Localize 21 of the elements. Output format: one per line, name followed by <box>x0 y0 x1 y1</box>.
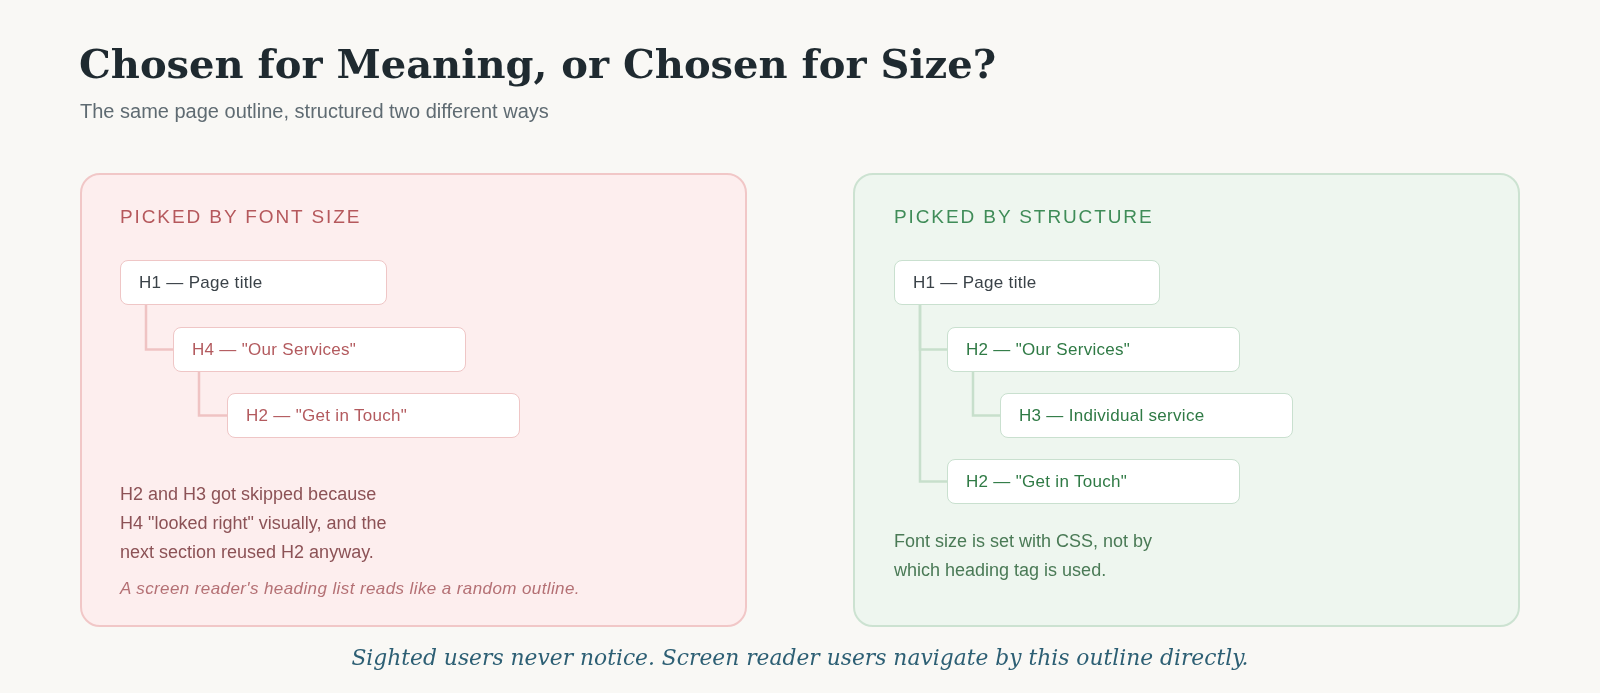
tree-line <box>918 305 947 483</box>
outline-item: H1 — Page title <box>894 260 1160 305</box>
caption: Sighted users never notice. Screen reader users navigate by this outline directly. <box>350 644 1250 672</box>
outline-item: H2 — "Our Services" <box>947 327 1240 372</box>
outline-item: H3 — Individual service <box>1000 393 1293 438</box>
outline-item: H2 — "Get in Touch" <box>227 393 520 438</box>
tree-line <box>971 372 1000 417</box>
subtitle: The same page outline, structured two different ways <box>80 99 549 123</box>
tree-line <box>197 372 227 417</box>
panel-heading: PICKED BY FONT SIZE <box>120 205 362 229</box>
outline-item: H2 — "Get in Touch" <box>947 459 1240 504</box>
comparison-panel <box>80 173 747 627</box>
outline-item: H1 — Page title <box>120 260 387 305</box>
conclusion-note: A screen reader's heading list reads like a random outline. <box>120 578 580 600</box>
tree-line <box>144 305 173 351</box>
note-text: Font size is set with CSS, not by which heading tag is used. <box>894 530 1154 582</box>
page-title: Chosen for Meaning, or Chosen for Size? <box>79 40 997 88</box>
comparison-panel <box>853 173 1520 627</box>
outline-item: H4 — "Our Services" <box>173 327 466 372</box>
note-text: H2 and H3 got skipped because H4 "looked right" visually, and the next section reused H2 anyway. <box>120 483 388 564</box>
panel-heading: PICKED BY STRUCTURE <box>894 205 1154 229</box>
